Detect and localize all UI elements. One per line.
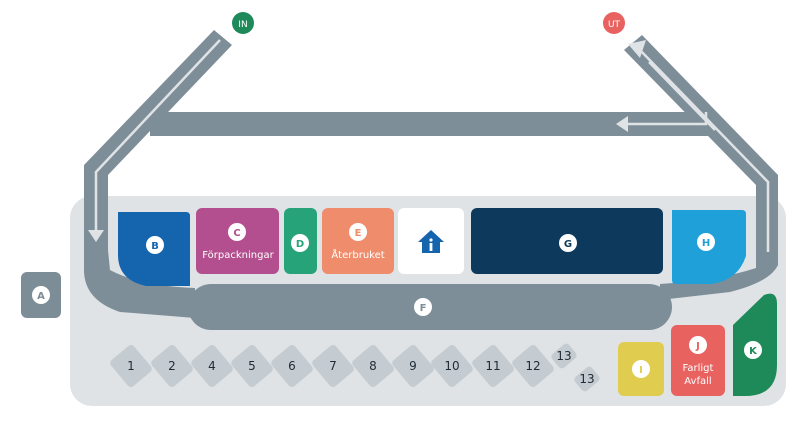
- parking-slot[interactable]: 11: [471, 343, 516, 388]
- parking-slot-label: 9: [409, 359, 417, 373]
- zone-a-letter: A: [37, 291, 45, 302]
- parking-slot[interactable]: 5: [230, 343, 275, 388]
- info-building[interactable]: [398, 208, 464, 274]
- parking-slot-shape: [312, 344, 354, 388]
- parking-slot-label: 5: [248, 359, 256, 373]
- lane-markings: [94, 39, 770, 252]
- zone-e[interactable]: E Återbruket: [322, 208, 394, 274]
- entrance-lane: [94, 39, 221, 232]
- zone-e-letter: E: [355, 228, 362, 239]
- zone-j-name-line2: Avfall: [684, 376, 711, 387]
- parking-slot-shape: [231, 344, 273, 388]
- zone-a[interactable]: A: [21, 272, 61, 318]
- parking-slot-label: 12: [525, 359, 540, 373]
- top-road-arrow-icon: [616, 116, 628, 132]
- entrance-arrow-icon: [88, 230, 104, 242]
- zone-i[interactable]: I: [618, 342, 664, 396]
- parking-slot[interactable]: 10: [430, 343, 475, 388]
- zone-h[interactable]: H: [672, 210, 746, 284]
- parking-slot-shape: [472, 344, 514, 388]
- exit-arrow-icon: [628, 40, 646, 58]
- parking-slot-shape: [352, 344, 394, 388]
- zone-g-letter: G: [564, 239, 572, 250]
- zone-k-letter: K: [749, 346, 758, 357]
- zone-i-letter: I: [639, 365, 643, 376]
- parking-slot[interactable]: 7: [311, 343, 356, 388]
- parking-slot-label: 10: [444, 359, 459, 373]
- parking-slot-shape: [191, 344, 233, 388]
- parking-slot-label: 7: [329, 359, 337, 373]
- parking-slot[interactable]: 9: [391, 343, 436, 388]
- parking-slot-shape: [512, 344, 554, 388]
- zone-j-letter: J: [695, 341, 700, 352]
- parking-slot-label: 4: [208, 359, 216, 373]
- zone-c-letter: C: [233, 228, 240, 239]
- parking-slot[interactable]: 4: [190, 343, 235, 388]
- zone-g[interactable]: G: [471, 208, 663, 274]
- parking-slot-shape: [551, 343, 577, 369]
- parking-slot[interactable]: 1: [109, 343, 154, 388]
- zone-d-letter: D: [296, 239, 304, 250]
- parking-slot[interactable]: 6: [270, 343, 315, 388]
- parking-slot-shape: [574, 366, 600, 392]
- exit-road: [624, 35, 778, 262]
- parking-slot[interactable]: 12: [511, 343, 556, 388]
- zone-c[interactable]: C Förpackningar: [196, 208, 279, 274]
- parking-slot-shape: [392, 344, 434, 388]
- parking-slot[interactable]: 13: [550, 342, 578, 370]
- parking-slot[interactable]: 2: [150, 343, 195, 388]
- top-road-lane: [625, 112, 708, 126]
- parking-slot-label: 11: [485, 359, 500, 373]
- parking-slot-shape: [271, 344, 313, 388]
- zone-h-letter: H: [702, 238, 710, 249]
- parking-slot-label: 13: [579, 372, 594, 386]
- parking-slot[interactable]: 8: [351, 343, 396, 388]
- zone-j[interactable]: J Farligt Avfall: [671, 325, 725, 396]
- parking-slot-label: 8: [369, 359, 377, 373]
- parking-slot-shape: [431, 344, 473, 388]
- exit-marker: UT: [603, 12, 625, 34]
- parking-slot-label: 1: [127, 359, 135, 373]
- parking-slot[interactable]: 13: [573, 365, 601, 393]
- parking-slot-shape: [110, 344, 152, 388]
- zone-f[interactable]: F: [414, 298, 432, 316]
- exit-lane-inner: [648, 61, 716, 131]
- zone-b[interactable]: B: [118, 212, 190, 286]
- zone-f-letter: F: [420, 303, 427, 314]
- zone-b-letter: B: [151, 241, 159, 252]
- parking-slot-label: 13: [556, 349, 571, 363]
- parking-slot-label: 2: [168, 359, 176, 373]
- exit-label: UT: [608, 20, 621, 30]
- zone-d[interactable]: D: [284, 208, 317, 274]
- parking-slot-label: 6: [288, 359, 296, 373]
- entrance-label: IN: [238, 20, 247, 30]
- exit-lane: [637, 47, 770, 252]
- zone-j-name-line1: Farligt: [683, 363, 714, 374]
- info-house-icon: [418, 230, 444, 253]
- parking-slot-shape: [151, 344, 193, 388]
- zone-c-name: Förpackningar: [202, 250, 274, 261]
- zone-e-name: Återbruket: [331, 248, 384, 261]
- zone-k[interactable]: K: [733, 293, 777, 396]
- entrance-marker: IN: [232, 12, 254, 34]
